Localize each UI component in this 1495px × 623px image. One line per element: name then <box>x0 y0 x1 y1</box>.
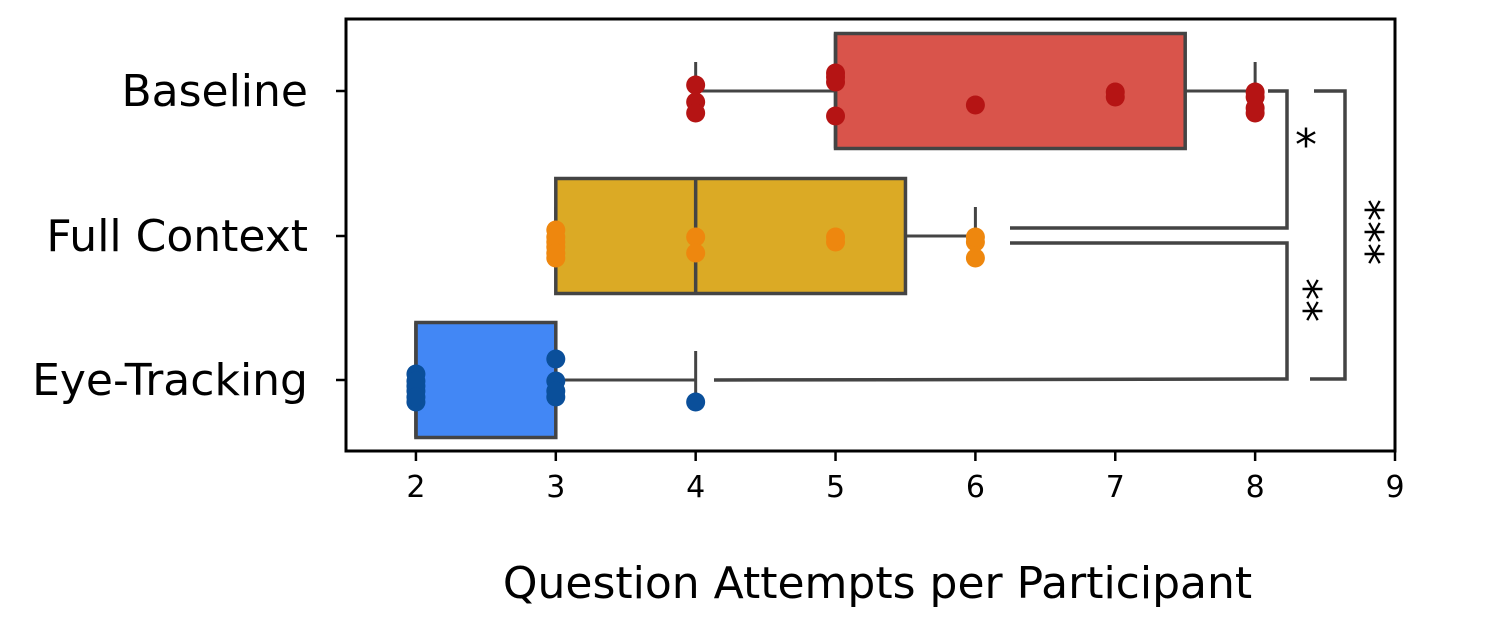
y-category-label: Baseline <box>121 66 308 117</box>
bracket-baseline-eyetracking <box>1310 89 1347 381</box>
data-point <box>1245 98 1265 118</box>
data-point <box>686 243 706 263</box>
x-tick-label: 4 <box>686 470 705 505</box>
plot-area <box>406 31 1265 440</box>
x-tick-label: 8 <box>1246 470 1265 505</box>
box-group <box>686 31 1265 151</box>
y-category-label: Eye-Tracking <box>32 355 308 406</box>
box-group <box>546 176 985 296</box>
data-point <box>686 103 706 123</box>
data-point <box>826 227 846 247</box>
box <box>414 320 558 440</box>
data-point <box>546 349 566 369</box>
data-point <box>826 72 846 92</box>
y-category-label: Full Context <box>46 211 308 262</box>
data-point <box>406 387 426 407</box>
x-axis-title: Question Attempts per Participant <box>503 558 1252 609</box>
data-point <box>546 227 566 247</box>
x-tick-label: 5 <box>826 470 845 505</box>
data-point <box>546 381 566 401</box>
data-point <box>686 227 706 247</box>
data-point <box>965 248 985 268</box>
bracket-baseline-fullcontext <box>1010 89 1289 230</box>
data-point <box>686 392 706 412</box>
x-tick-label: 7 <box>1106 470 1125 505</box>
data-point <box>826 106 846 126</box>
data-point <box>965 95 985 115</box>
x-tick-label: 3 <box>546 470 565 505</box>
x-tick-label: 2 <box>406 470 425 505</box>
significance-brackets: ****** <box>713 89 1392 382</box>
x-tick-label: 9 <box>1385 470 1404 505</box>
data-point <box>965 227 985 247</box>
x-tick-label: 6 <box>966 470 985 505</box>
box-group <box>406 320 706 440</box>
significance-label: * <box>1295 120 1317 171</box>
data-point <box>1105 82 1125 102</box>
data-point <box>546 243 566 263</box>
data-point <box>686 75 706 95</box>
box <box>833 31 1187 151</box>
data-point <box>1245 82 1265 102</box>
significance-label: ** <box>1279 278 1330 322</box>
data-point <box>406 371 426 391</box>
significance-label: *** <box>1341 199 1392 265</box>
box <box>554 176 908 296</box>
bracket-fullcontext-eyetracking <box>713 241 1289 382</box>
